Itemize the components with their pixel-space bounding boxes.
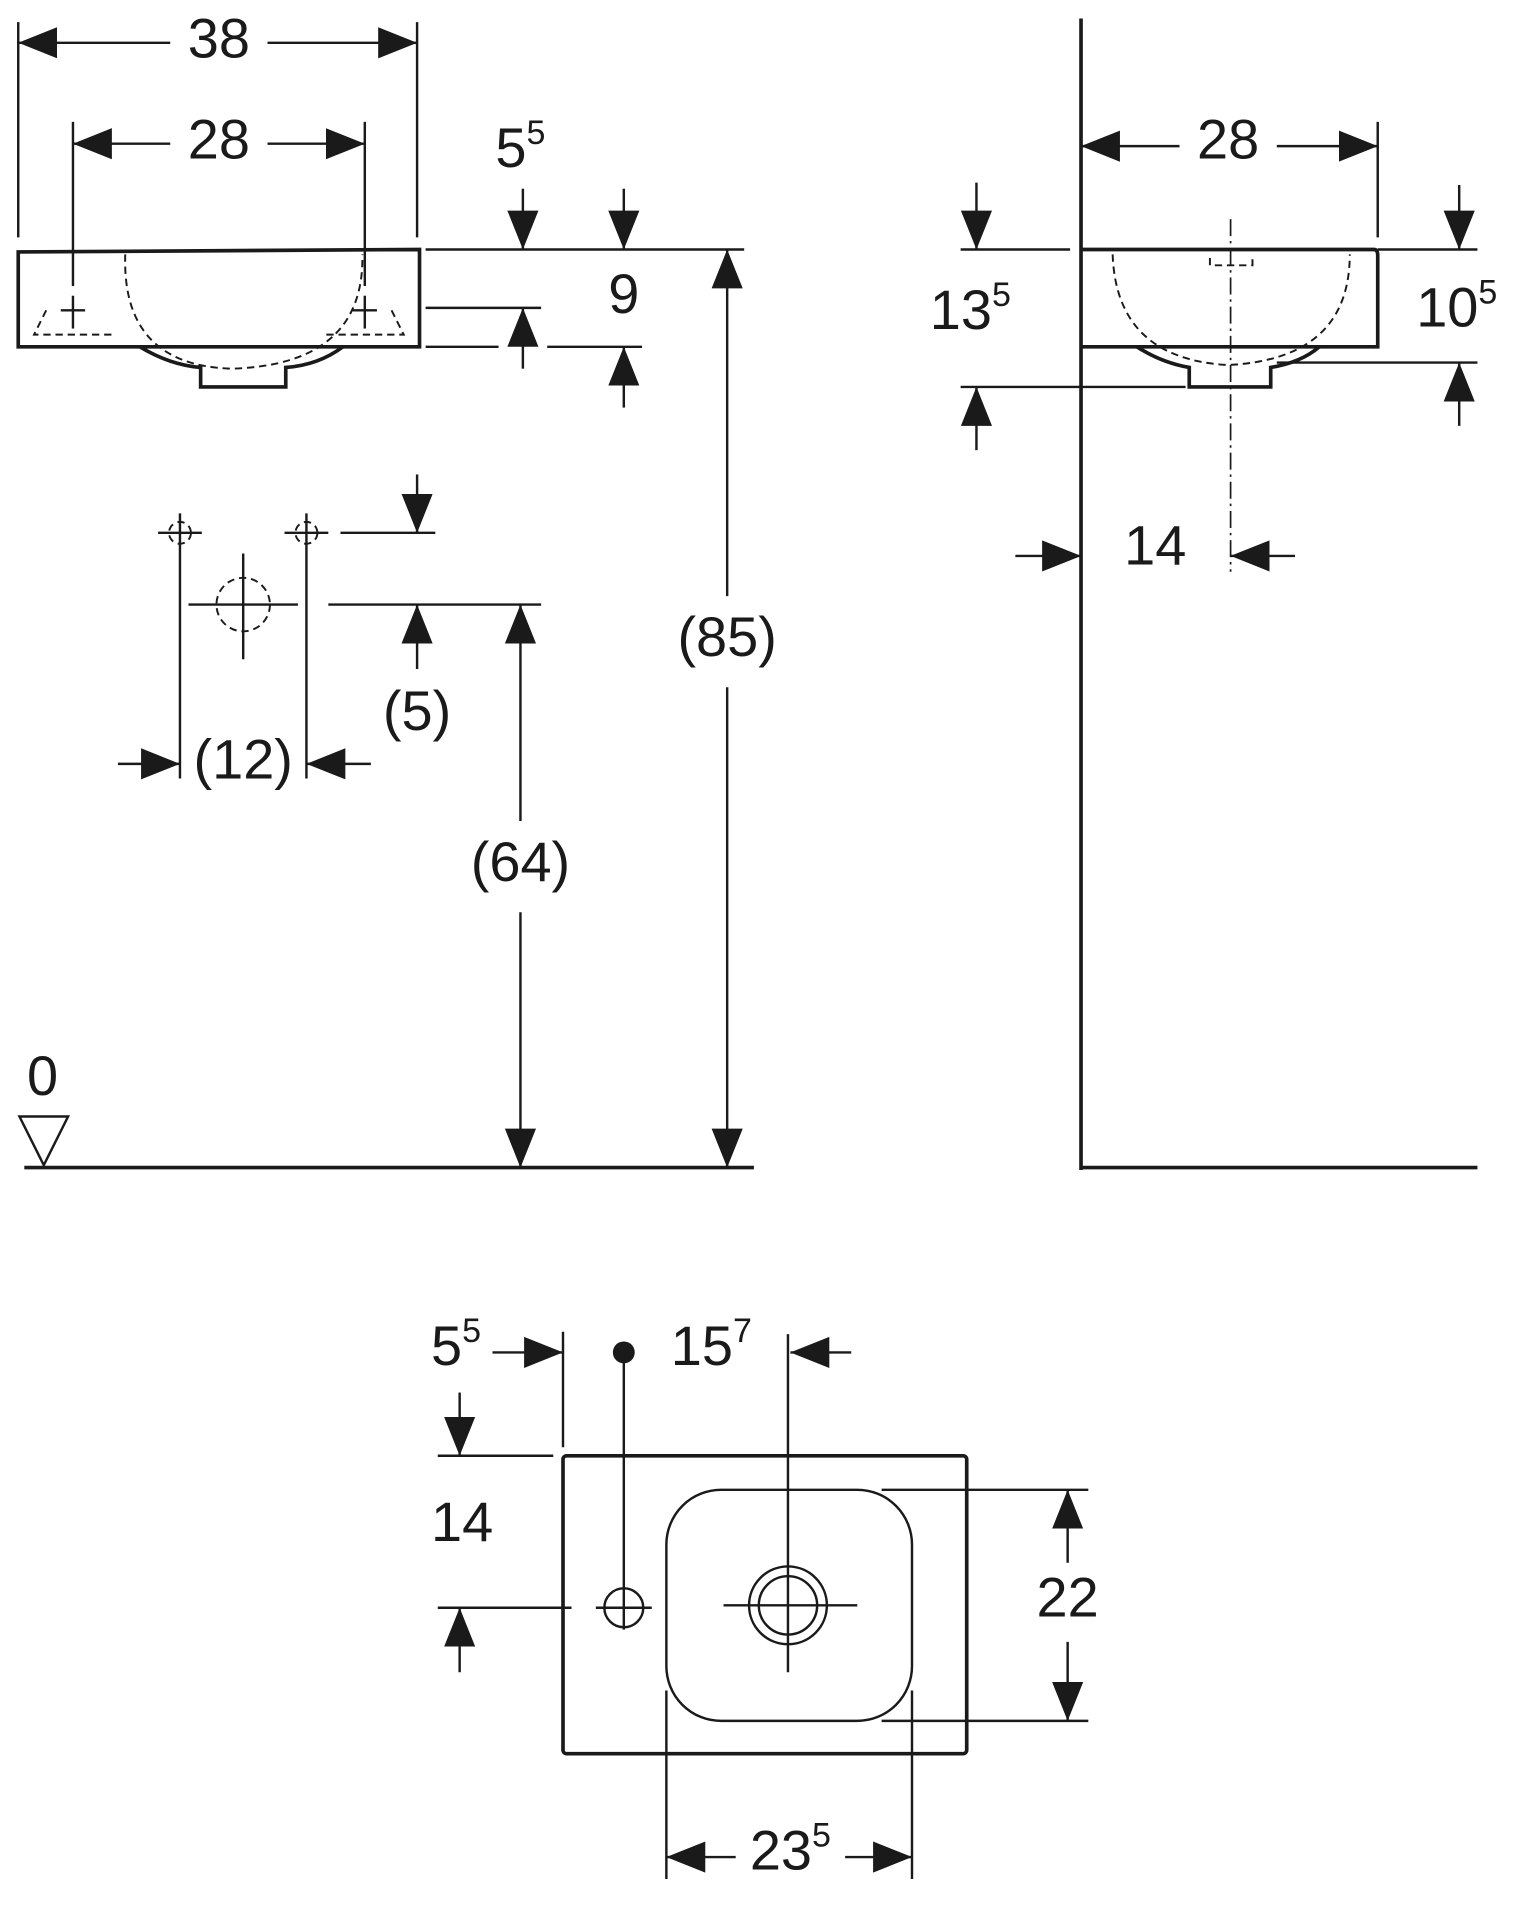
dim-drain-depth: 135 xyxy=(930,276,1011,341)
plan-view: 55 157 14 22 235 xyxy=(431,1312,1099,1881)
dim-bowl-depth: 105 xyxy=(1416,273,1497,338)
dim-rim-to-tap: 55 xyxy=(495,114,545,179)
dim-tap-to-drain: 157 xyxy=(671,1312,752,1377)
dim-supply-spacing: (12) xyxy=(193,728,292,791)
dim-supply-offset: (5) xyxy=(383,679,451,742)
front-view: 38 28 55 9 (85) 0 xyxy=(16,7,777,1170)
side-view: 28 135 105 14 xyxy=(930,18,1497,1171)
dim-total-height: (85) xyxy=(677,605,776,668)
dim-bowl-width: 235 xyxy=(750,1817,831,1882)
dim-drain-from-wall: 14 xyxy=(1124,514,1186,577)
floor-level-label: 0 xyxy=(27,1044,58,1107)
dim-depth: 28 xyxy=(1197,107,1259,170)
dim-overall-width: 38 xyxy=(188,7,250,70)
dim-bowl-length: 22 xyxy=(1037,1565,1099,1628)
dim-drain-height: (64) xyxy=(471,830,570,893)
dim-tap-from-edge: 55 xyxy=(431,1312,481,1377)
dim-rim-height: 9 xyxy=(608,262,639,325)
dim-tap-spacing: 28 xyxy=(188,107,250,170)
dim-tap-from-back: 14 xyxy=(431,1490,493,1553)
